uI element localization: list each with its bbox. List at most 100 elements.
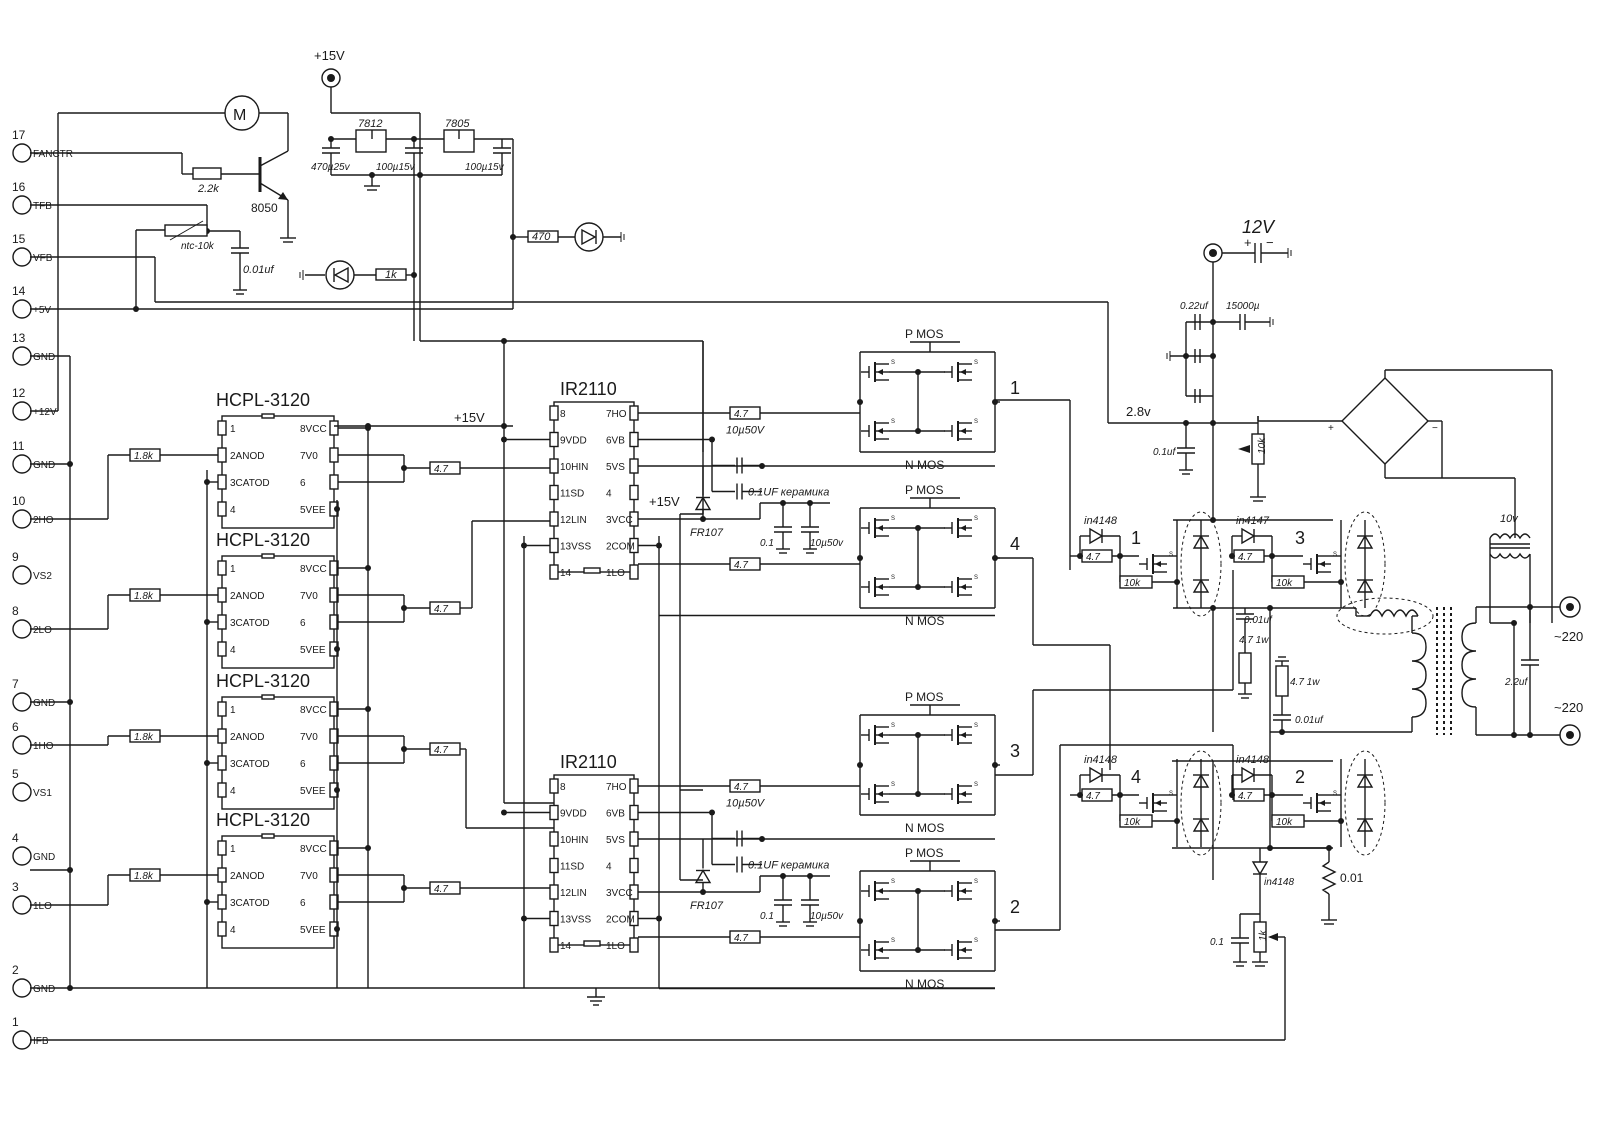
hbridge-number: 3	[1295, 528, 1305, 548]
cap-out-label: 2.2uf	[1504, 677, 1528, 688]
pin-1-terminal	[12, 1030, 32, 1050]
opto-pin-label: 2ANOD	[230, 871, 264, 882]
pulldown-resistor-label: 10k	[1124, 578, 1141, 589]
junction-dot	[915, 525, 921, 531]
junction-dot	[759, 836, 765, 842]
opto-pin-stub	[217, 614, 227, 630]
pin-4-terminal	[12, 846, 32, 866]
r-led-label: 1k	[385, 269, 397, 281]
opto-pin-label: 1	[230, 705, 236, 716]
junction-dot	[915, 888, 921, 894]
opto-pin-stub	[217, 641, 227, 657]
opto-pin-label: 2ANOD	[230, 732, 264, 743]
pin-15-number: 15	[12, 232, 26, 246]
driver-pin-stub	[549, 884, 559, 900]
driver-notch	[583, 940, 601, 947]
driver-title: IR2110	[560, 379, 617, 399]
driver-pin-label: 1LO	[606, 568, 625, 579]
mosfet-pin: S	[1333, 791, 1337, 797]
mosfet-arrow	[960, 525, 966, 531]
cap1-label: 470µ25v	[311, 162, 351, 173]
c01-label: 0.1uf	[1153, 447, 1176, 458]
opto-pin-stub	[329, 474, 339, 490]
transistor-label: 8050	[251, 201, 278, 215]
driver-pin-label: 4	[606, 862, 612, 873]
driver-pin-stub	[549, 511, 559, 527]
junction-dot	[992, 762, 998, 768]
vcc-cap2-label: 10µ50v	[810, 538, 844, 549]
junction-dot	[915, 584, 921, 590]
pin-13-terminal	[12, 346, 32, 366]
pin-4-number: 4	[12, 831, 19, 845]
opto-output-resistor-label: 4.7	[434, 604, 448, 615]
mosfet-arrow	[960, 888, 966, 894]
junction-dot	[1174, 579, 1180, 585]
junction-dot	[915, 791, 921, 797]
p-mos-label: P MOS	[905, 327, 943, 341]
gate-resistor-label: 4.7	[1086, 791, 1100, 802]
pin-7-terminal	[12, 692, 32, 712]
junction-dot	[857, 762, 863, 768]
driver-lo-resistor-label: 4.7	[734, 933, 748, 944]
junction-dot	[807, 500, 813, 506]
driver-pin-stub	[629, 484, 639, 501]
mosfet-arrow	[877, 525, 883, 531]
gate-diode	[1241, 527, 1256, 545]
opto-pin-stub	[217, 728, 227, 744]
driver-pin-stub	[629, 778, 639, 794]
pin-14-number: 14	[12, 284, 26, 298]
ac1-label: ~220	[1554, 629, 1583, 644]
mosfet-pin: S	[891, 723, 895, 729]
driver-pin-label: 3VCC	[606, 515, 633, 526]
bridge-number: 4	[1010, 534, 1020, 554]
opto-pin-label: 6	[300, 898, 306, 909]
pin-3-number: 3	[12, 880, 19, 894]
p-mos-label: P MOS	[905, 846, 943, 860]
driver-pin-label: 5VS	[606, 462, 625, 473]
gate-diode-label: in4148	[1236, 754, 1270, 766]
driver-pin-label: 14	[560, 568, 572, 579]
pulldown-resistor-label: 10k	[1276, 817, 1293, 828]
driver-pin-stub	[629, 831, 639, 847]
gate-resistor-label: 4.7	[1238, 552, 1252, 563]
driver-notch	[583, 567, 601, 574]
opto-pin-label: 7V0	[300, 732, 318, 743]
vcc-cap2-label: 10µ50v	[810, 911, 844, 922]
pin-7-label: GND	[33, 698, 55, 709]
mosfet-arrow	[877, 947, 883, 953]
opto-pin-stub	[217, 921, 227, 937]
junction-dot	[1338, 818, 1344, 824]
pin-17-label: FANCTR	[33, 149, 73, 160]
pin-17-number: 17	[12, 128, 26, 142]
opto-pin-stub	[217, 447, 227, 463]
vcc-cap-label: 0.1	[760, 911, 774, 922]
mosfet-arrow	[960, 428, 966, 434]
driver-lo-resistor-label: 4.7	[734, 560, 748, 571]
c-ifb-label: 0.1	[1210, 937, 1224, 948]
driver-pin-stub	[549, 484, 559, 501]
pin-9-terminal	[12, 565, 32, 585]
mosfet-pin: S	[974, 360, 978, 366]
junction-dot	[857, 918, 863, 924]
mosfet-pin: S	[1333, 552, 1337, 558]
junction-dot	[501, 809, 507, 816]
opto-body	[221, 835, 335, 949]
mosfet-arrow	[960, 369, 966, 375]
mosfet-pin: S	[974, 419, 978, 425]
n-mos-label: N MOS	[905, 821, 944, 835]
plus15-top-label: +15V	[314, 48, 345, 63]
r-snub-label: 4.7 1w	[1239, 635, 1269, 646]
pin-2-number: 2	[12, 963, 19, 977]
pin-8-terminal	[12, 619, 32, 639]
driver-pin-stub	[549, 937, 559, 953]
opto-pin-label: 5VEE	[300, 505, 326, 516]
mosfet-arrow	[960, 947, 966, 953]
driver-title: IR2110	[560, 752, 617, 772]
opto-pin-stub	[217, 501, 227, 517]
opto-pin-label: 3CATOD	[230, 618, 270, 629]
mosfet-pin: S	[891, 360, 895, 366]
plus15-label-b: +15V	[649, 494, 680, 509]
n-mos-label: N MOS	[905, 977, 944, 991]
driver-pin-stub	[549, 778, 559, 794]
